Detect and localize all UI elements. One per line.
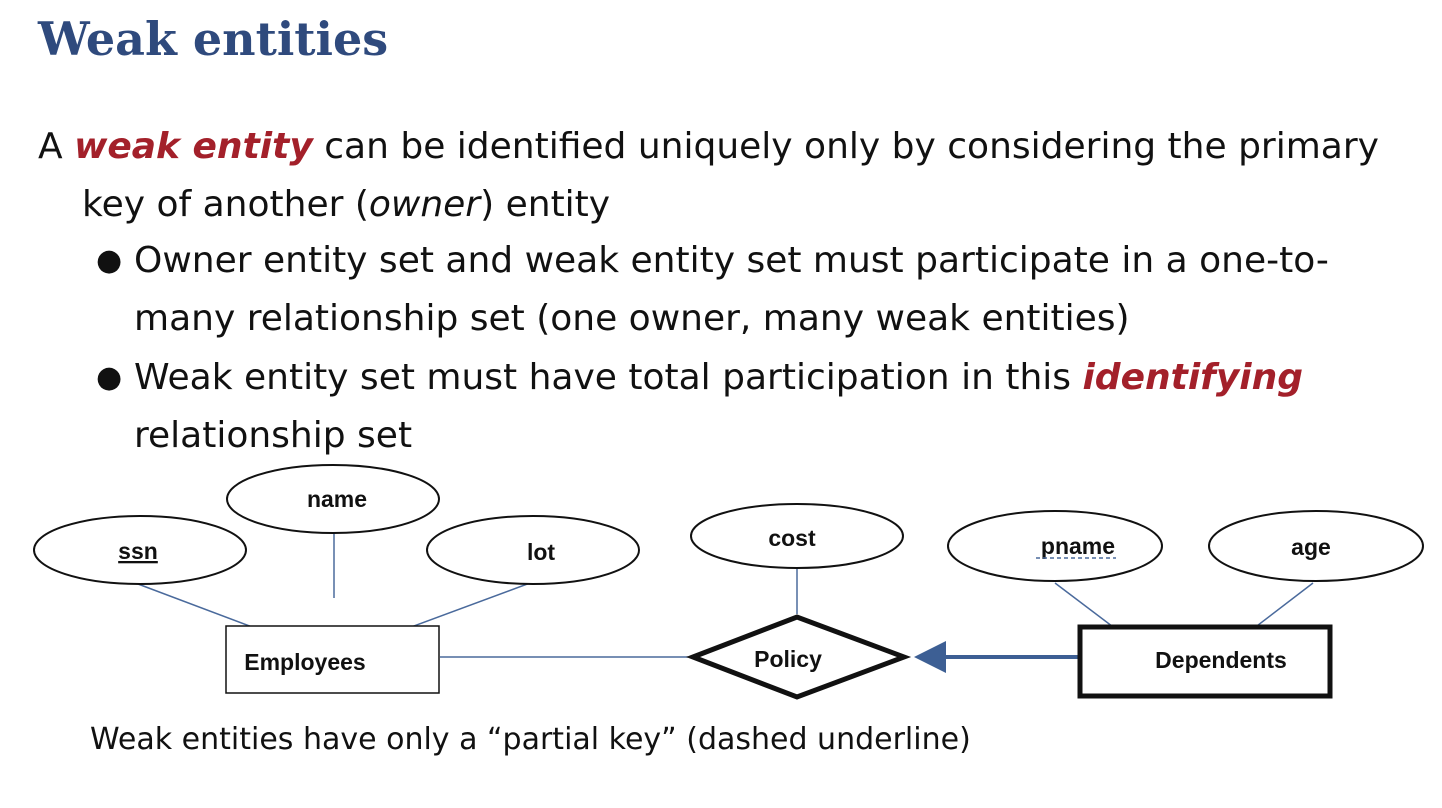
attribute-cost-ellipse [690,503,904,569]
bullet-text: Owner entity set and weak entity set mus… [134,240,1329,339]
bullet-total-participation: ● Weak entity set must have total partic… [96,349,1416,465]
bullet-dot-icon: ● [96,360,123,395]
attribute-age-ellipse [1208,510,1424,582]
bullet-dot-icon: ● [96,243,123,278]
intro-part2: can be identified uniquely only by consi… [312,126,1379,167]
entity-dependents-label: Dependents [1155,647,1287,673]
attribute-pname-ellipse [947,510,1163,582]
attribute-name-label: name [307,486,367,512]
entity-employees-box [225,625,440,694]
attribute-lot-ellipse [426,515,640,585]
attribute-name-ellipse [226,464,440,534]
intro-part4: ) entity [480,184,611,225]
relationship-policy-diamond [686,614,912,700]
attribute-pname-label: pname [1041,533,1115,559]
intro-paragraph: A weak entity can be identified uniquely… [38,118,1428,234]
entity-dependents-box [1077,624,1333,699]
relationship-policy-label: Policy [754,646,822,672]
attribute-ssn-ellipse [33,515,247,585]
intro-part3: key of another ( [82,184,369,225]
identifying-term: identifying [1082,357,1304,398]
weak-entity-term: weak entity [74,126,313,167]
bullet-post: relationship set [134,415,413,456]
slide-title: Weak entities [38,12,389,66]
attribute-ssn-label: ssn [118,538,158,564]
caption: Weak entities have only a “partial key” … [90,722,971,757]
bullet-pre: Weak entity set must have total particip… [134,357,1083,398]
entity-employees-label: Employees [244,649,365,675]
bullet-one-to-many: ● Owner entity set and weak entity set m… [96,232,1416,348]
attribute-lot-label: lot [527,539,555,565]
bullet-text: Weak entity set must have total particip… [96,349,1416,465]
attribute-cost-label: cost [768,525,816,551]
attribute-age-label: age [1291,534,1331,560]
intro-part1: A [38,126,75,167]
owner-term: owner [368,184,481,225]
